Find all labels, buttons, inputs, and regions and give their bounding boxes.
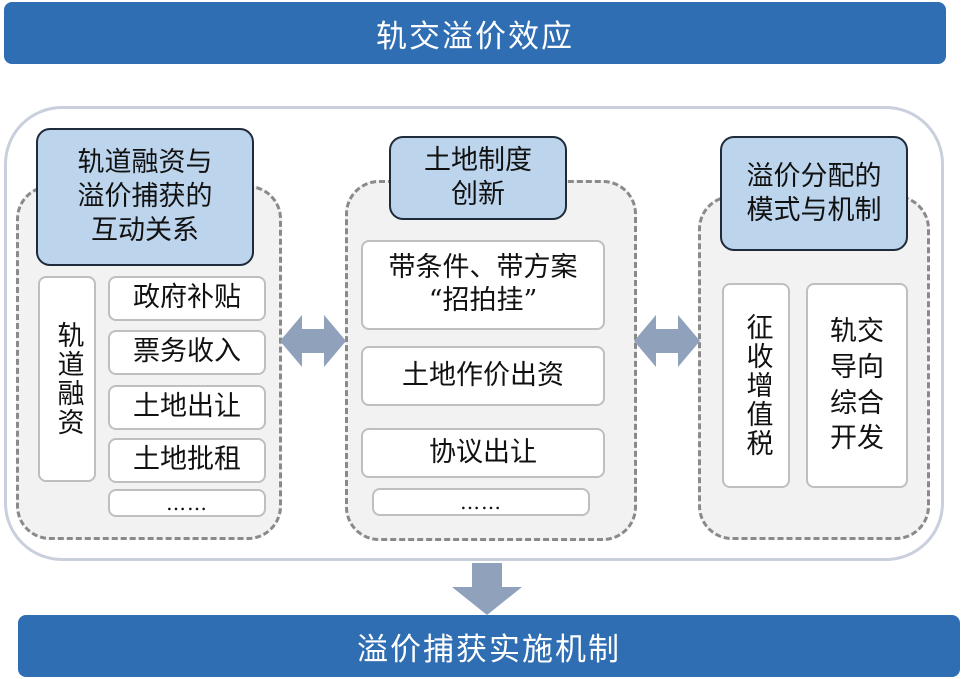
middle-item-more: ……	[372, 488, 590, 516]
left-panel-header: 轨道融资与 溢价捕获的 互动关系	[36, 128, 254, 266]
right-panel-header: 溢价分配的 模式与机制	[720, 136, 908, 251]
right-item-1: 征收增值税	[722, 283, 790, 488]
middle-item-3: 协议出让	[361, 428, 605, 478]
middle-item-1: 带条件、带方案 “招拍挂”	[361, 240, 605, 330]
down-arrow-icon	[452, 563, 522, 615]
left-item-4: 土地批租	[108, 438, 266, 483]
top-banner-label: 轨交溢价效应	[376, 18, 574, 55]
middle-panel-header: 土地制度 创新	[389, 136, 567, 220]
top-banner: 轨交溢价效应	[4, 2, 946, 64]
middle-item-2: 土地作价出资	[361, 346, 605, 406]
bottom-banner: 溢价捕获实施机制	[18, 615, 960, 677]
right-item-2: 轨交导向综合开发	[806, 283, 908, 488]
bottom-banner-label: 溢价捕获实施机制	[357, 631, 621, 668]
double-arrow-right-icon	[634, 315, 700, 367]
right-item-2-label: 轨交导向综合开发	[830, 316, 884, 455]
left-item-3: 土地出让	[108, 385, 266, 430]
left-item-more: ……	[108, 489, 266, 517]
left-item-1: 政府补贴	[108, 276, 266, 321]
left-side-label: 轨道融资	[38, 276, 96, 482]
left-item-2: 票务收入	[108, 330, 266, 375]
double-arrow-left-icon	[280, 315, 346, 367]
